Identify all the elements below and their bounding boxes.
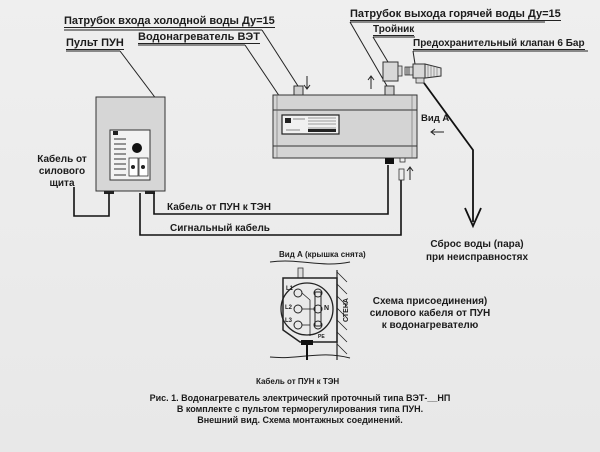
connection-scheme-line3: к водонагревателю (381, 320, 479, 331)
view-a-detail (269, 260, 351, 360)
hot-outlet-leader (349, 21, 388, 87)
control-panel-pun (95, 96, 166, 194)
cold-inlet-leader (261, 29, 299, 87)
cable-pun-ten-bottom-label: Кабель от ПУН к ТЭН (256, 377, 340, 386)
caption-line2: В комплекте с пультом терморегулирования… (176, 404, 424, 414)
power-cable (73, 187, 110, 217)
power-terminal (385, 158, 394, 164)
cold-inlet-pipe (293, 85, 304, 96)
view-a-cover-label: Вид А (крышка снята) (279, 250, 366, 259)
safety-valve (404, 63, 442, 84)
terminal-l3-label: L3 (285, 318, 293, 324)
control-panel-label: Пульт ПУН (66, 37, 124, 50)
tee-leader (372, 36, 389, 63)
terminal-l1-label: L1 (286, 286, 294, 292)
wall-label: СТЕНА (343, 298, 350, 322)
panel-leader (119, 50, 161, 105)
tee-label: Тройник (373, 24, 415, 36)
discharge-label-line2: при неисправностях (425, 252, 529, 263)
discharge-label-line1: Сброс воды (пара) (430, 239, 524, 250)
connection-scheme-line2: силового кабеля от ПУН (369, 308, 491, 319)
power-cable-label: Кабель от силового щита (32, 154, 92, 190)
caption-line3: Внешний вид. Схема монтажных соединений. (197, 415, 403, 425)
figure-caption: Рис. 1. Водонагреватель электрический пр… (130, 393, 470, 426)
water-heater-vet (272, 85, 418, 181)
tee-fitting (382, 61, 403, 82)
discharge-line (423, 82, 482, 229)
power-cable-label-line1: Кабель от (37, 154, 87, 165)
connection-scheme-label: Схема присоединения) силового кабеля от … (360, 296, 500, 332)
view-a-label: Вид А (421, 113, 450, 124)
thermostat-knob (132, 143, 142, 153)
power-cable-label-line3: щита (49, 178, 75, 189)
sensor-connector (398, 168, 405, 181)
water-heater-label: Водонагреватель ВЭТ (138, 31, 260, 44)
discharge-label: Сброс воды (пара) при неисправностях (422, 238, 532, 264)
terminal-l2-label: L2 (285, 305, 293, 311)
cold-inlet-label: Патрубок входа холодной воды Ду=15 (64, 15, 275, 28)
safety-valve-label: Предохранительный клапан 6 Бар (413, 38, 585, 50)
heater-leader (244, 44, 283, 101)
signal-cable-label: Сигнальный кабель (170, 223, 270, 234)
terminal-pe-label: PE (318, 334, 325, 340)
cable-pun-to-ten (153, 165, 389, 215)
hot-outlet-label: Патрубок выхода горячей воды Ду=15 (350, 8, 561, 21)
power-cable-label-line2: силового (38, 166, 86, 177)
signal-cable (139, 175, 402, 236)
cable-pun-ten-label: Кабель от ПУН к ТЭН (167, 202, 271, 213)
caption-line1: Рис. 1. Водонагреватель электрический пр… (149, 393, 451, 403)
connection-scheme-line1: Схема присоединения) (372, 296, 488, 307)
terminal-n-label: N (324, 305, 330, 312)
valve-leader (412, 50, 416, 65)
hot-outlet-pipe (384, 85, 395, 96)
